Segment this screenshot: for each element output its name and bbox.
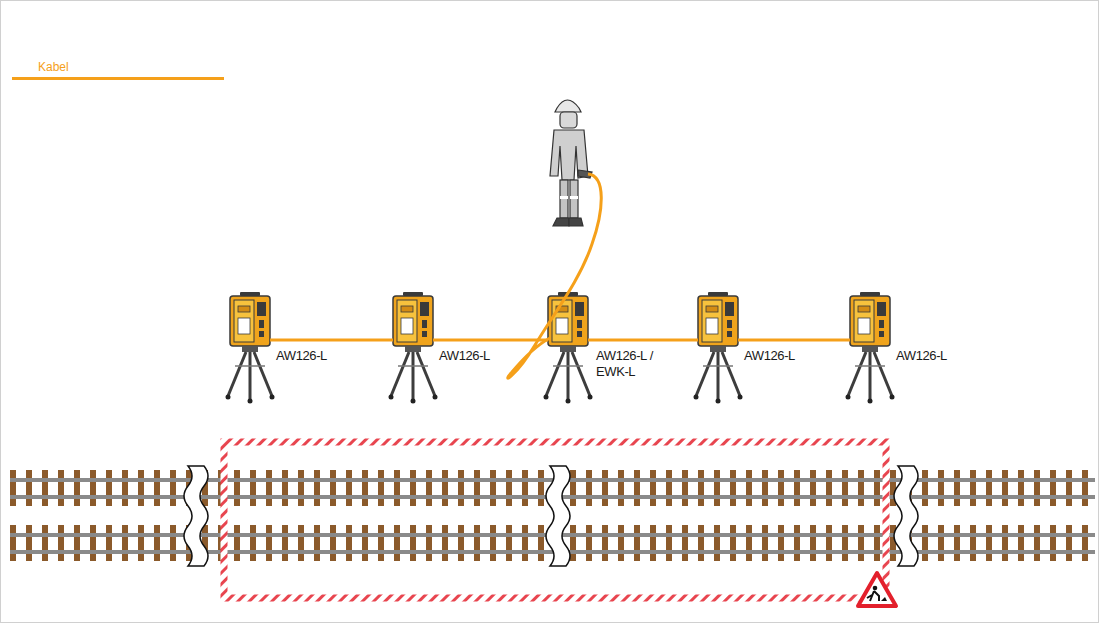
- cable: [433, 339, 548, 342]
- worker-figure: [550, 100, 592, 226]
- warning-device-node: AW126-L / EWK-L: [548, 296, 588, 346]
- cable: [738, 339, 850, 342]
- legend-text: Kabel: [38, 60, 69, 74]
- warning-device: [226, 292, 895, 404]
- work-zone: [224, 442, 886, 598]
- warning-device-node: AW126-L: [230, 296, 270, 346]
- device-label: AW126-L / EWK-L: [596, 348, 662, 380]
- warning-sign: [858, 573, 896, 606]
- device-label: AW126-L: [439, 348, 490, 364]
- device-label: AW126-L: [896, 348, 947, 364]
- cable: [588, 339, 698, 342]
- cable: [270, 339, 393, 342]
- legend-line-sample: [12, 77, 224, 80]
- warning-device-node: AW126-L: [850, 296, 890, 346]
- legend: Kabel: [12, 58, 224, 84]
- device-label: AW126-L: [744, 348, 795, 364]
- hand-cable: [508, 174, 602, 378]
- device-label: AW126-L: [276, 348, 327, 364]
- warning-device-node: AW126-L: [698, 296, 738, 346]
- warning-device-node: AW126-L: [393, 296, 433, 346]
- break-mark: [184, 466, 918, 566]
